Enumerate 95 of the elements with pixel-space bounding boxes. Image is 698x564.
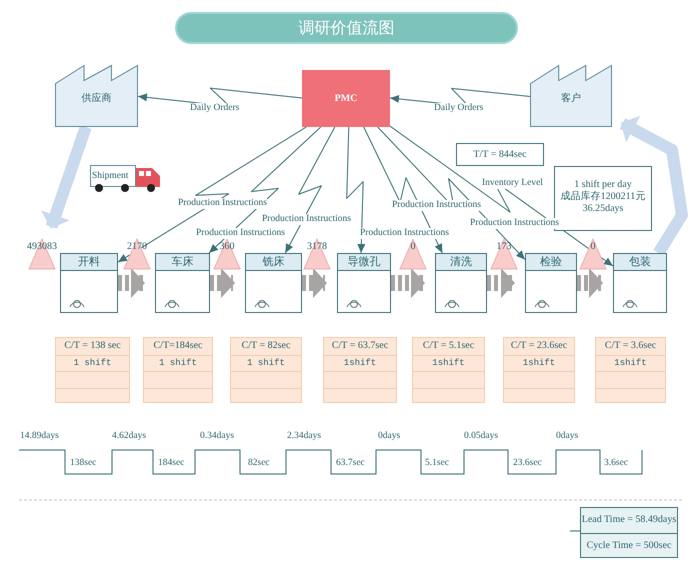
data-box (503, 337, 575, 403)
cycle-time: C/T = 3.6sec (604, 340, 658, 352)
process-label: 包装 (614, 254, 666, 271)
lead-time: Lead Time = 58.49days (581, 514, 677, 526)
data-box (323, 337, 397, 403)
shift-count: 1 shift (158, 356, 198, 368)
cycle-time: C/T = 63.7sec (330, 340, 390, 352)
cycle-time: C/T = 5.1sec (422, 340, 476, 352)
inventory-count: 3178 (306, 241, 328, 253)
cycle-time: C/T = 23.6sec (510, 340, 568, 352)
process-label: 导微孔 (338, 254, 390, 271)
processing-time: 184sec (158, 457, 184, 469)
edge-label: Daily Orders (434, 103, 484, 114)
factory (55, 65, 138, 127)
process-box (435, 253, 487, 313)
push-arrow (391, 268, 425, 298)
cycle-time: C/T=184sec (152, 340, 204, 352)
pmc-box: PMC (302, 70, 390, 127)
waiting-time: 0days (378, 430, 400, 442)
edge-label: Production Instructions (262, 214, 351, 225)
shift-count: 1shift (613, 356, 648, 368)
summary-box (580, 507, 678, 558)
process-box (525, 253, 577, 313)
inventory-count: 2170 (126, 241, 148, 253)
lightning-arrow (346, 126, 366, 254)
edge-label: Production Instructions (178, 198, 267, 209)
factory (530, 65, 612, 127)
process-box (613, 253, 667, 313)
waiting-time: 0.05days (464, 430, 498, 442)
lightning-arrow (208, 126, 322, 254)
lightning-arrow (284, 126, 336, 254)
waiting-time: 2.34days (287, 430, 322, 442)
inventory-count: 493083 (26, 241, 58, 253)
shift-count: 1 shift (246, 356, 286, 368)
process-label: 车床 (156, 254, 209, 271)
process-box (337, 253, 391, 313)
inventory-count: 173 (496, 241, 512, 253)
process-label: 铣床 (246, 254, 301, 271)
process-box (60, 253, 118, 313)
data-box (412, 337, 485, 403)
data-box (230, 337, 302, 403)
inventory-triangle (398, 238, 428, 270)
edge-label: Production Instructions (470, 218, 559, 229)
process-label: 开料 (61, 254, 117, 271)
edge-label: Daily Orders (190, 103, 240, 114)
processing-time: 23.6sec (513, 457, 542, 469)
process-label: 清洗 (436, 254, 486, 271)
lightning-arrow (118, 126, 307, 263)
info-box: T/T = 844sec (456, 143, 544, 166)
inventory-count: 0 (590, 241, 596, 253)
processing-time: 138sec (70, 457, 96, 469)
waiting-time: 0.34days (200, 430, 234, 442)
shift-count: 1shift (522, 356, 556, 368)
cycle-time-total: Cycle Time = 500sec (586, 540, 672, 552)
data-box (143, 337, 213, 403)
inventory-triangle (212, 238, 242, 270)
shift-count: 1 shift (72, 356, 112, 368)
inventory-triangle (302, 238, 332, 270)
process-label: 检验 (526, 254, 576, 271)
edge-label: Production Instructions (360, 228, 449, 239)
title-banner: 调研价值流图 (175, 12, 518, 44)
processing-time: 63.7sec (336, 457, 365, 469)
shift-count: 1shift (431, 356, 466, 368)
inventory-triangle (122, 238, 152, 270)
cycle-time: C/T = 138 sec (63, 340, 122, 352)
inventory-count: 360 (218, 241, 236, 253)
process-box (245, 253, 302, 313)
edge-label: Production Instructions (196, 228, 285, 239)
data-box (55, 337, 130, 403)
push-arrow (302, 268, 327, 298)
inventory-triangle (578, 238, 608, 270)
inventory-triangle (24, 238, 60, 270)
factory-label: 客户 (560, 92, 582, 105)
lightning-arrow (363, 126, 443, 254)
processing-time: 5.1sec (425, 457, 450, 469)
inventory-triangle (489, 238, 519, 270)
processing-time: 3.6sec (604, 457, 628, 469)
data-box (595, 337, 666, 403)
waiting-time: 4.62days (112, 430, 146, 442)
push-arrow (210, 268, 235, 298)
factory-label: 供应商 (80, 92, 112, 105)
shipment-arrow (41, 125, 92, 229)
shift-count: 1shift (342, 356, 378, 368)
processing-time: 82sec (248, 457, 270, 469)
waiting-time: 0days (556, 430, 578, 442)
edge-label: Inventory Level (482, 178, 543, 189)
inventory-count: 0 (410, 241, 416, 253)
push-arrow (118, 268, 145, 298)
process-box (155, 253, 210, 313)
truck-label: Shipment (92, 170, 128, 182)
push-arrow (487, 268, 515, 298)
waiting-time: 14.89days (20, 430, 59, 442)
edge-label: Production Instructions (392, 200, 481, 211)
cycle-time: C/T = 82sec (240, 340, 292, 352)
push-arrow (577, 268, 603, 298)
